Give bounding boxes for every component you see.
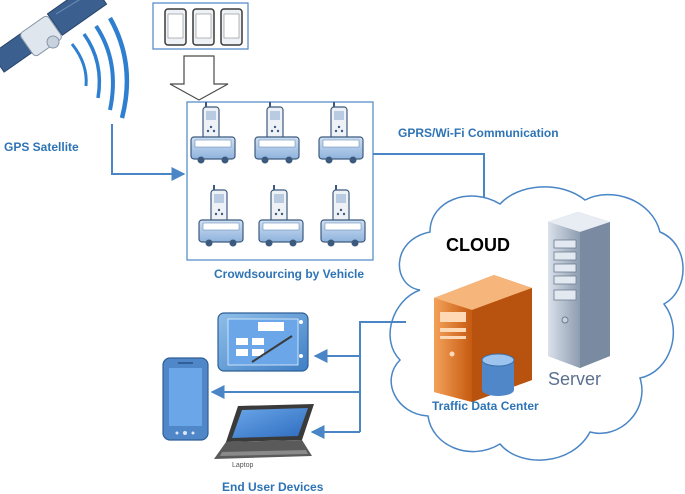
bus-with-phone <box>254 102 300 164</box>
phone-icon <box>164 8 187 46</box>
database-icon <box>481 353 515 396</box>
bus-with-phone <box>320 185 366 247</box>
bus-with-phone <box>198 185 244 247</box>
phone-icon <box>266 102 284 140</box>
traffic-data-center-label: Traffic Data Center <box>432 399 539 413</box>
bus-icon <box>254 136 300 164</box>
smartphone-icon <box>162 357 209 441</box>
gps-satellite-label: GPS Satellite <box>4 140 79 154</box>
crowdsourcing-label: Crowdsourcing by Vehicle <box>214 267 365 281</box>
tablet-icon <box>217 312 309 372</box>
laptop-icon <box>214 404 314 459</box>
cloud-to-devices-trunk <box>359 321 406 432</box>
bus-with-phone <box>258 185 304 247</box>
bus-with-phone <box>190 102 236 164</box>
server-label: Server <box>548 369 602 389</box>
phone-icon <box>202 102 220 140</box>
vehicles-to-cloud-arrow <box>373 153 491 214</box>
bus-with-phone <box>318 102 364 164</box>
bus-icon <box>258 219 304 247</box>
phone-icon <box>270 185 288 223</box>
phone-icon <box>210 185 228 223</box>
satellite-icon <box>0 0 130 119</box>
gps-to-vehicles-arrow <box>111 124 186 181</box>
bus-icon <box>198 219 244 247</box>
phone-icon <box>192 8 215 46</box>
gprs-wifi-label: GPRS/Wi-Fi Communication <box>398 126 559 140</box>
phone-icon <box>332 185 350 223</box>
server-icon <box>548 212 610 368</box>
laptop-label: Laptop <box>232 462 254 469</box>
bus-icon <box>318 136 364 164</box>
end-user-devices-label: End User Devices <box>222 480 324 494</box>
phones-group <box>152 2 249 50</box>
bus-icon <box>320 219 366 247</box>
down-arrow <box>169 55 229 101</box>
phone-icon <box>220 8 243 46</box>
cloud-label: CLOUD <box>446 235 510 255</box>
vehicle-grid <box>190 102 366 247</box>
phone-icon <box>330 102 348 140</box>
bus-icon <box>190 136 236 164</box>
